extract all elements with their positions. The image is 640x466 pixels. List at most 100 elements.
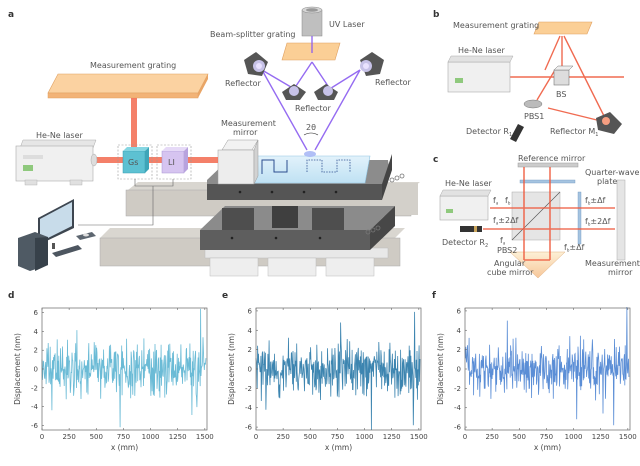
angle-label: 2θ: [306, 123, 316, 132]
y-tick-label: -4: [454, 404, 462, 412]
y-tick-label: -4: [31, 403, 39, 411]
x-tick-label: 750: [117, 433, 130, 441]
y-axis-label: Displacement (nm): [227, 333, 236, 405]
computer: [18, 199, 96, 271]
gs-cube: Gs: [117, 144, 153, 180]
b-reflector-label: Reflector M1: [550, 127, 598, 138]
c-qwp-label-2: plate: [597, 177, 617, 186]
y-tick-label: 0: [34, 366, 38, 374]
y-tick-label: 6: [457, 307, 462, 315]
beam-splitter-grating: [281, 42, 341, 61]
angle-arc: [303, 132, 319, 136]
c-reference-mirror: [517, 162, 579, 168]
c-fa-low-label: fa: [500, 236, 506, 246]
uv-laser: [301, 6, 323, 37]
x-axis-label: x (mm): [325, 443, 352, 452]
c-reference-mirror-label: Reference mirror: [518, 154, 586, 163]
x-tick-label: 250: [62, 433, 75, 441]
beam-splitter-label: Beam-splitter grating: [210, 30, 296, 39]
y-tick-label: 0: [457, 366, 461, 374]
c-qwp-right: [577, 191, 582, 245]
y-tick-label: -4: [245, 404, 253, 412]
x-tick-label: 250: [485, 433, 498, 441]
y-tick-label: 2: [34, 347, 38, 355]
b-detector-label: Detector R1: [466, 127, 512, 138]
li-label: LI: [168, 158, 175, 167]
panel-e-label: e: [222, 291, 228, 301]
x-tick-label: 0: [254, 433, 258, 441]
b-reflector: [596, 112, 622, 134]
uv-laser-label: UV Laser: [329, 20, 365, 29]
x-tick-label: 1000: [142, 433, 160, 441]
reflector-left-label: Reflector: [225, 79, 262, 88]
x-tick-label: 1250: [169, 433, 187, 441]
b-bs-label: BS: [556, 90, 566, 99]
c-detector: [460, 226, 482, 232]
measurement-mirror-label-2: mirror: [233, 128, 258, 137]
x-tick-label: 750: [540, 433, 553, 441]
b-pbs1-label: PBS1: [524, 112, 544, 121]
y-tick-label: 4: [457, 327, 462, 335]
c-measurement-label-1: Measurement: [585, 259, 640, 268]
x-tick-label: 250: [276, 433, 289, 441]
measurement-mirror-label-1: Measurement: [221, 119, 276, 128]
y-tick-label: 2: [248, 346, 252, 354]
y-axis-label: Displacement (nm): [13, 333, 22, 405]
b-detector: [510, 124, 524, 142]
b-he-ne-laser: [447, 55, 514, 93]
panel-a: a: [8, 6, 420, 277]
x-tick-label: 0: [463, 433, 467, 441]
c-fb-df-top-label: fb±Δf: [585, 196, 606, 206]
x-tick-label: 500: [90, 433, 103, 441]
y-tick-label: -6: [245, 424, 253, 432]
x-tick-label: 1250: [592, 433, 610, 441]
y-tick-label: 2: [457, 346, 461, 354]
b-pbs1: [523, 99, 543, 109]
x-axis-label: x (mm): [534, 443, 561, 452]
x-tick-label: 500: [513, 433, 526, 441]
c-measurement-mirror: [616, 179, 626, 261]
panel-c-label: c: [433, 155, 438, 165]
x-axis-label: x (mm): [111, 443, 138, 452]
y-tick-label: -2: [31, 384, 38, 392]
y-tick-label: 4: [248, 327, 253, 335]
series-line-d: [41, 308, 207, 428]
c-he-ne-laser: [439, 189, 492, 221]
y-tick-label: -2: [245, 385, 252, 393]
y-axis-label: Displacement (nm): [436, 333, 445, 405]
x-tick-label: 1500: [196, 433, 214, 441]
he-ne-laser: [15, 139, 98, 186]
y-tick-label: -6: [31, 422, 39, 430]
y-tick-label: -2: [454, 385, 461, 393]
x-tick-label: 0: [40, 433, 44, 441]
c-fb-df-bottom-label: fb±Δf: [564, 243, 585, 253]
c-fb-label: fb: [505, 196, 511, 206]
panel-c: c Reference mirror Quarter-wave plate He…: [433, 154, 640, 279]
c-angular-label-1: Angular: [494, 259, 526, 268]
x-tick-label: 1000: [356, 433, 374, 441]
c-fa-2df-label: fa±2Δf: [493, 216, 519, 226]
x-tick-label: 1000: [565, 433, 583, 441]
c-qwp-label-1: Quarter-wave: [585, 168, 639, 177]
he-ne-beam: [95, 98, 218, 163]
reflector-right-label: Reflector: [375, 78, 412, 87]
y-tick-label: 6: [34, 309, 39, 317]
measurement-grating: [47, 73, 209, 99]
reflector-bottom-label: Reflector: [295, 104, 332, 113]
y-tick-label: 6: [248, 307, 253, 315]
c-qwp-top: [519, 179, 576, 184]
c-he-ne-label: He-Ne laser: [445, 179, 492, 188]
y-tick-label: -6: [454, 424, 462, 432]
reflector-right: [360, 52, 384, 76]
he-ne-laser-label-a: He-Ne laser: [36, 131, 83, 140]
x-tick-label: 1500: [410, 433, 428, 441]
c-angular-label-2: cube mirror: [487, 268, 534, 277]
x-tick-label: 1500: [619, 433, 637, 441]
b-beam-splitter: [553, 65, 574, 86]
measurement-mirror-block: [217, 139, 259, 185]
li-cube: LI: [156, 144, 192, 180]
